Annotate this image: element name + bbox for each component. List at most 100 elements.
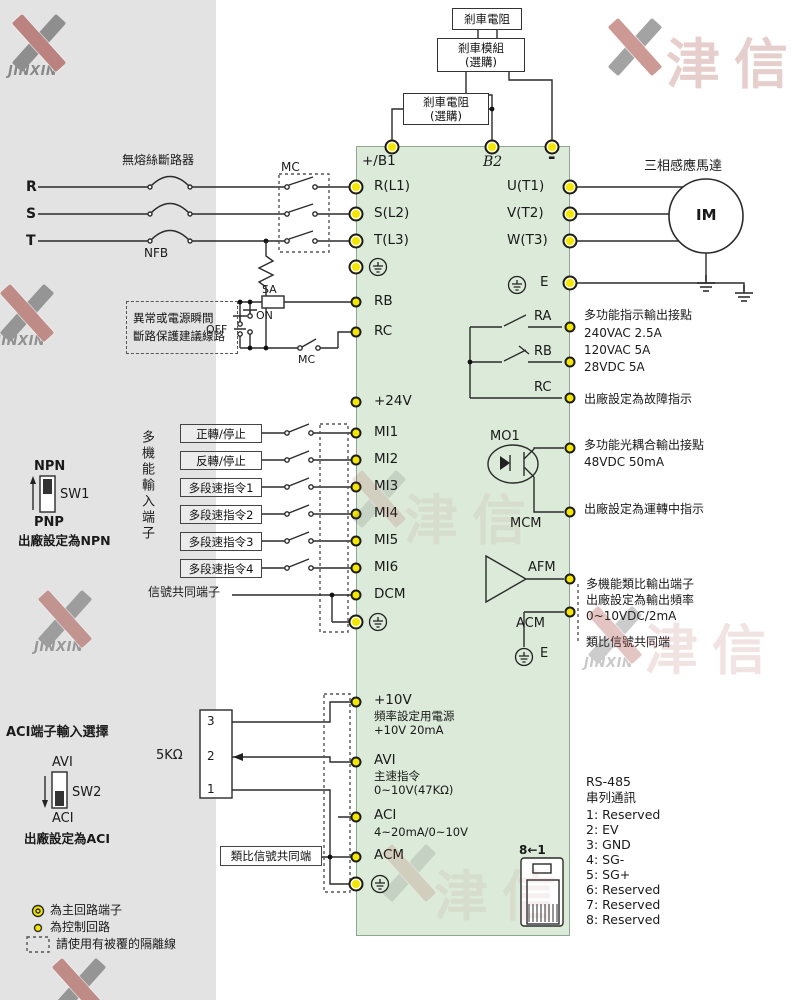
protection-note-line2: 斷路保護建議線路 [133,329,225,344]
terminal-label-10v: +10V [374,692,412,708]
phase-s-label: S [26,206,37,222]
motor-im-label: IM [696,206,717,224]
terminal-aci [350,811,362,823]
rs485-title: RS-485 [586,774,631,789]
breaker-label: 無熔絲斷路器 [122,153,195,167]
avi-range: 0~10V(47KΩ) [374,783,454,797]
rs485-pin-7: 7: Reserved [586,897,661,912]
aci-range: 4~20mA/0~10V [374,825,468,839]
freq-power-rating: +10V 20mA [374,723,444,737]
terminal-rb-in [350,296,362,308]
terminal-mi5 [350,535,362,547]
terminal-s-l2 [348,206,364,222]
terminal-mcm [564,506,576,518]
sw1-default-note: 出廠設定為NPN [18,533,111,548]
terminal-label-v-t2: V(T2) [507,205,544,221]
terminal-rc-in [350,326,362,338]
terminal-label-t-l3: T(L3) [374,232,409,248]
terminal-label-rb: RB [374,293,393,309]
terminal-avi [350,756,362,768]
rs485-pin-8: 8: Reserved [586,912,661,927]
nfb-label: NFB [144,246,169,260]
terminal-t-l3 [348,233,364,249]
terminal-e-mi [348,614,364,630]
rs485-pin-5: 5: SG+ [586,867,631,882]
mi6-function-label: 多段速指令4 [180,559,262,578]
terminal-e-motor [562,275,578,291]
motor-title: 三相感應馬達 [644,159,723,174]
terminal-mi2 [350,454,362,466]
phase-t-label: T [26,233,36,249]
terminal-label-mi6: MI6 [374,559,399,575]
relay-default-note: 出廠設定為故障指示 [584,392,693,406]
rs485-pin-3: 3: GND [586,837,631,852]
sw2-aci-label: ACI [52,811,74,826]
mcm-label: MCM [510,516,542,531]
terminal-acm-out [564,606,576,618]
relay-rb-label: RB [534,344,552,359]
afm-desc-2: 出廠設定為輸出頻率 [586,593,695,607]
terminal-10v [350,696,362,708]
terminal-ra-out [564,321,576,333]
terminal-u-t1 [562,179,578,195]
brake-resistor-label: 剎車電阻 [464,11,510,26]
pot-value-label: 5KΩ [156,748,183,763]
sw1-name-label: SW1 [60,487,90,502]
legend-shield-note: 請使用有被覆的隔離線 [56,937,177,951]
relay-ra-label: RA [534,309,552,324]
terminal-mi1 [350,427,362,439]
terminal-label-u-t1: U(T1) [507,178,545,194]
relay-desc-3: 120VAC 5A [584,343,651,357]
terminal-rc-out [564,392,576,404]
terminal-label-minus: - [548,147,556,168]
terminal-label-w-t3: W(T3) [507,232,548,248]
terminal-mi3 [350,481,362,493]
terminal-acm [350,851,362,863]
terminal-dcm [350,589,362,601]
terminal-label-rc: RC [374,323,393,339]
brake-module-box: 剎車模組 (選購) [437,38,525,72]
terminal-afm [564,573,576,585]
analog-common-box: 類比信號共同端 [220,846,322,866]
photo-default-note: 出廠設定為運轉中指示 [584,502,705,516]
brake-resistor2-label: 剎車電阻 [423,94,469,109]
mo1-label: MO1 [490,429,520,444]
terminal-label-aci: ACI [374,807,397,823]
mi2-function-label: 反轉/停止 [180,451,262,470]
digital-input-group-label: 多機能輸入端子 [138,430,154,542]
terminal-label-s-l2: S(L2) [374,205,410,221]
aci-selection-title: ACI端子輸入選擇 [6,725,109,740]
terminal-label-mi2: MI2 [374,451,399,467]
brake-resistor2-optional: (選購) [430,109,462,123]
terminal-b1 [384,139,400,155]
mi5-function-label: 多段速指令3 [180,532,262,551]
terminal-24v [350,396,362,408]
terminal-v-t2 [562,206,578,222]
acm-out-label: ACM [516,616,545,631]
sw1-pnp-label: PNP [34,515,64,530]
mi4-function-label: 多段速指令2 [180,505,262,524]
terminal-label-b1: +/B1 [362,153,396,169]
rs485-subtitle: 串列通訊 [586,790,637,805]
mi3-function-label: 多段速指令1 [180,478,262,497]
terminal-label-mi1: MI1 [374,424,399,440]
sw1-npn-label: NPN [34,459,66,474]
sa-label: SA [262,283,277,296]
mc-coil-label: MC [298,353,316,366]
terminal-label-acm: ACM [374,847,405,863]
rs485-jack-label: 8←1 [519,843,546,857]
e-afm-label: E [540,646,549,661]
terminal-label-mi3: MI3 [374,478,399,494]
sw2-avi-label: AVI [52,755,73,770]
brake-resistor-box: 剎車電阻 [452,8,522,30]
terminal-e-input [348,259,364,275]
terminal-label-r-l1: R(L1) [374,178,411,194]
afm-desc-1: 多機能類比輸出端子 [586,577,695,591]
terminal-label-b2: B2 [483,154,503,170]
relay-rc-label: RC [534,380,552,395]
terminal-label-mi5: MI5 [374,532,399,548]
brake-resistor-optional-box: 剎車電阻 (選購) [403,93,489,125]
sw2-name-label: SW2 [72,785,102,800]
terminal-mi6 [350,562,362,574]
